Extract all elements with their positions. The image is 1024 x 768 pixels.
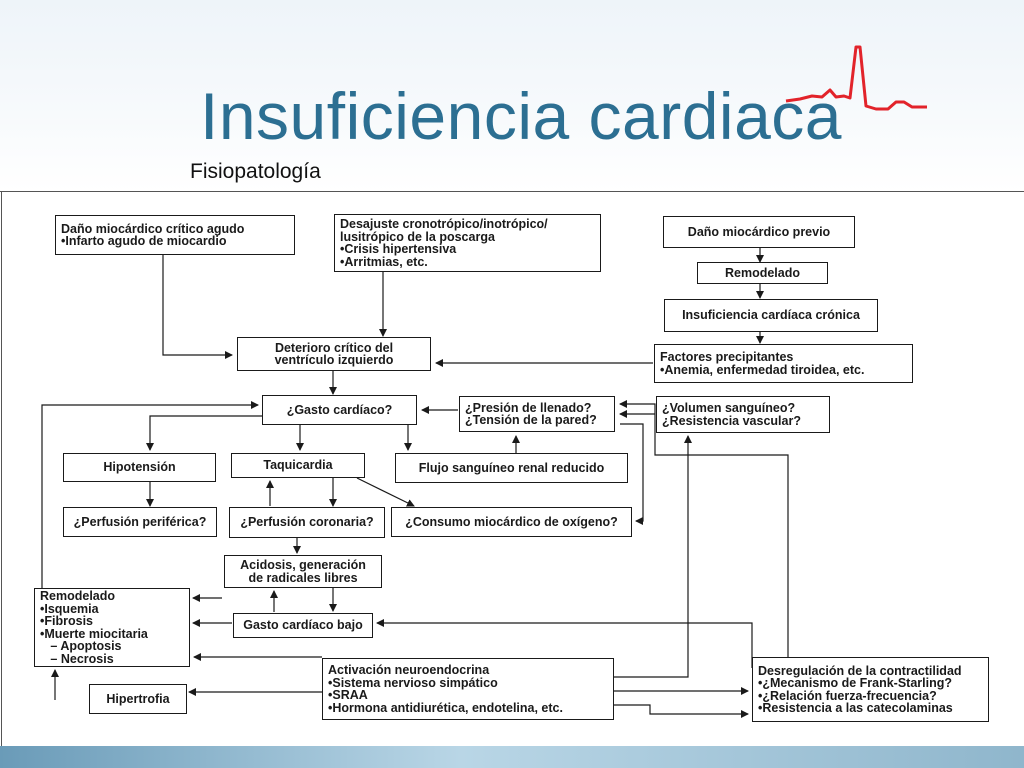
box-line: – Necrosis	[40, 651, 114, 666]
box-dano-agudo: Daño miocárdico crítico agudo •Infarto a…	[55, 215, 295, 255]
box-line: Acidosis, generación	[240, 558, 366, 572]
box-line: Deterioro crítico del	[274, 340, 394, 355]
arrow-dano-to-deterioro	[162, 255, 233, 359]
box-line: •¿Mecanismo de Frank-Starling?	[758, 676, 952, 690]
box-line: lusitrópico de la poscarga	[340, 229, 495, 244]
arrow-desregulacion-to-gastobajo	[376, 619, 753, 668]
box-deterioro: Deterioro crítico del ventrículo izquier…	[237, 337, 431, 371]
box-volumen: ¿Volumen sanguíneo? ¿Resistencia vascula…	[656, 396, 830, 433]
arrow-activacion-to-volumen	[614, 435, 692, 678]
box-consumo: ¿Consumo miocárdico de oxígeno?	[391, 507, 632, 537]
box-remodelado-top: Remodelado	[697, 262, 828, 284]
slide-title: Insuficiencia cardiaca	[200, 79, 842, 153]
box-line: ¿Perfusión coronaria?	[240, 515, 374, 530]
box-line: •Resistencia a las catecolaminas	[758, 701, 953, 715]
box-desajuste: Desajuste cronotrópico/inotrópico/ lusit…	[334, 214, 601, 272]
arrow-presion-to-consumo	[620, 423, 644, 525]
box-line: ¿Perfusión periférica?	[73, 514, 207, 529]
box-line: Insuficiencia cardíaca crónica	[682, 308, 860, 323]
box-flujo-renal: Flujo sanguíneo renal reducido	[395, 453, 628, 483]
box-line: ¿Tensión de la pared?	[465, 413, 597, 427]
box-line: Factores precipitantes	[660, 350, 794, 364]
box-presion: ¿Presión de llenado? ¿Tensión de la pare…	[459, 396, 615, 432]
box-line: Desajuste cronotrópico/inotrópico/	[340, 217, 548, 231]
box-line: ¿Volumen sanguíneo?	[662, 401, 796, 415]
box-line: •Hormona antidiurética, endotelina, etc.	[328, 700, 563, 715]
box-taquicardia: Taquicardia	[231, 453, 365, 478]
box-line: de radicales libres	[248, 570, 358, 585]
arrow-taquicardia-to-consumo	[356, 477, 415, 507]
arrow-remodelado-to-gasto	[41, 401, 259, 588]
arrow-desregulacion-to-presion	[619, 400, 789, 668]
box-line: •Fibrosis	[40, 614, 93, 628]
box-factores: Factores precipitantes •Anemia, enfermed…	[654, 344, 913, 383]
figure-border-left	[1, 191, 2, 746]
box-gasto-bajo: Gasto cardíaco bajo	[233, 613, 373, 638]
box-line: •Muerte miocitaria	[40, 626, 148, 641]
box-line: •Sistema nervioso simpático	[328, 675, 498, 690]
box-activacion: Activación neuroendocrina •Sistema nervi…	[322, 658, 614, 720]
box-line: Taquicardia	[263, 458, 333, 473]
box-line: •Infarto agudo de miocardio	[61, 234, 227, 248]
slide-subtitle: Fisiopatología	[190, 160, 321, 183]
box-line: Hipertrofia	[106, 691, 170, 706]
box-line: •Anemia, enfermedad tiroidea, etc.	[660, 362, 865, 377]
box-line: Desregulación de la contractilidad	[758, 663, 962, 678]
box-line: ¿Resistencia vascular?	[662, 413, 801, 428]
box-line: •Crisis hipertensiva	[340, 242, 457, 256]
box-line: •Isquemia	[40, 601, 99, 616]
box-line: Hipotensión	[103, 460, 176, 475]
box-line: •Arritmias, etc.	[340, 254, 428, 269]
box-line: ventrículo izquierdo	[274, 353, 394, 367]
box-line: Activación neuroendocrina	[328, 663, 490, 677]
box-acidosis: Acidosis, generación de radicales libres	[224, 555, 382, 588]
footer-bar	[0, 746, 1024, 768]
box-line: ¿Consumo miocárdico de oxígeno?	[405, 514, 618, 529]
box-hipotension: Hipotensión	[63, 453, 216, 482]
box-desregulacion: Desregulación de la contractilidad •¿Mec…	[752, 657, 989, 722]
box-line: •¿Relación fuerza-frecuencia?	[758, 688, 937, 703]
box-perfusion-coronaria: ¿Perfusión coronaria?	[229, 507, 385, 538]
figure-border-top	[0, 191, 1024, 192]
box-line: Daño miocárdico crítico agudo	[61, 221, 245, 236]
box-line: – Apoptosis	[40, 639, 122, 653]
ecg-trace-icon	[785, 45, 927, 111]
box-line: Daño miocárdico previo	[687, 224, 831, 239]
box-gasto-cardiaco: ¿Gasto cardíaco?	[262, 395, 417, 425]
box-perfusion-periferica: ¿Perfusión periférica?	[63, 507, 217, 537]
arrow-activacion-loop-to-desregulacion	[614, 704, 749, 718]
box-line: Remodelado	[40, 589, 116, 603]
box-ic-cronica: Insuficiencia cardíaca crónica	[664, 299, 878, 332]
box-hipertrofia: Hipertrofia	[89, 684, 187, 714]
box-line: Remodelado	[724, 265, 800, 280]
box-line: Flujo sanguíneo renal reducido	[418, 460, 605, 475]
box-line: Gasto cardíaco bajo	[243, 618, 363, 633]
header-band	[0, 0, 1024, 192]
box-line: ¿Gasto cardíaco?	[286, 402, 393, 417]
box-line: ¿Presión de llenado?	[465, 400, 592, 415]
box-dano-previo: Daño miocárdico previo	[663, 216, 855, 248]
box-line: •SRAA	[328, 688, 368, 702]
arrow-gasto-to-hipotension	[146, 415, 262, 451]
box-remodelado-left: Remodelado •Isquemia •Fibrosis •Muerte m…	[34, 588, 190, 667]
